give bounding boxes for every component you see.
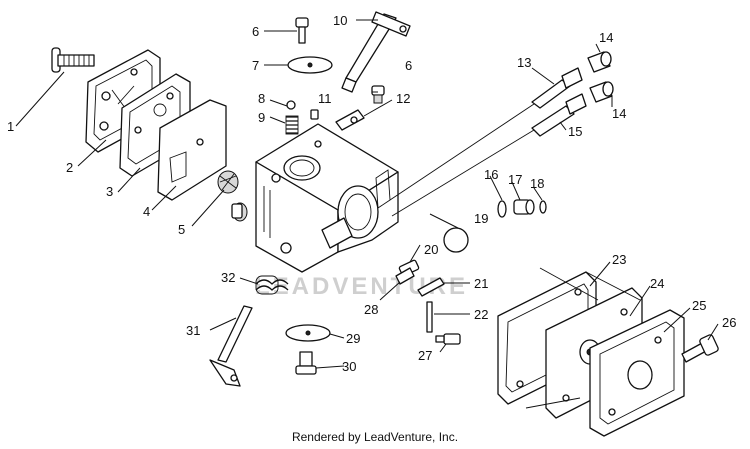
- part-17-plug: [513, 199, 535, 215]
- part-4-pump-diaphragm: [157, 99, 227, 201]
- part-28-inlet-needle: [395, 267, 415, 285]
- part-7-disc: [287, 56, 333, 74]
- part-30-screw: [295, 351, 317, 375]
- part-18-clip: [539, 200, 547, 214]
- part-9-spring: [285, 115, 299, 135]
- callout-30: 30: [342, 359, 356, 374]
- callout-14-lower: 14: [612, 106, 626, 121]
- callout-1: 1: [7, 119, 14, 134]
- part-6-screw-top: [295, 17, 309, 44]
- callout-26: 26: [722, 315, 736, 330]
- part-8-ball: [286, 100, 296, 110]
- part-22-lever-pin: [426, 301, 433, 333]
- callout-7: 7: [252, 58, 259, 73]
- callout-5: 5: [178, 222, 185, 237]
- callout-14-upper: 14: [599, 30, 613, 45]
- callout-21: 21: [474, 276, 488, 291]
- part-15-needle-lower: [391, 93, 587, 217]
- callout-17: 17: [508, 172, 522, 187]
- part-14-cap-upper: [587, 51, 612, 73]
- fitting-left: [231, 202, 248, 222]
- part-26-screw: [681, 334, 719, 363]
- callout-2: 2: [66, 160, 73, 175]
- callout-10: 10: [333, 13, 347, 28]
- callout-23: 23: [612, 252, 626, 267]
- callout-6: 6: [252, 24, 259, 39]
- callout-3: 3: [106, 184, 113, 199]
- callout-8: 8: [258, 91, 265, 106]
- part-29-disc: [285, 324, 331, 342]
- part-14-cap-lower: [589, 81, 614, 103]
- callout-4: 4: [143, 204, 150, 219]
- callout-6-right: 6: [405, 58, 412, 73]
- part-1-cover-screw: [51, 47, 95, 73]
- callout-25: 25: [692, 298, 706, 313]
- render-credit: Rendered by LeadVenture, Inc.: [291, 430, 459, 444]
- callout-32: 32: [221, 270, 235, 285]
- callout-29: 29: [346, 331, 360, 346]
- part-11-pin: [310, 109, 319, 120]
- part-6-screw-right: [371, 85, 385, 104]
- part-10-throttle-shaft: [341, 11, 411, 93]
- part-32-return-spring: [255, 275, 289, 295]
- part-25-metering-cover: [589, 309, 685, 437]
- callout-15: 15: [568, 124, 582, 139]
- callout-16: 16: [484, 167, 498, 182]
- callout-24: 24: [650, 276, 664, 291]
- callout-13: 13: [517, 55, 531, 70]
- callout-20: 20: [424, 242, 438, 257]
- part-27-screw: [435, 333, 461, 345]
- callout-22: 22: [474, 307, 488, 322]
- part-21-metering-lever: [417, 277, 445, 297]
- part-16-o-ring: [497, 200, 507, 218]
- alignment-lines-right: [525, 267, 641, 409]
- part-13-needle-upper: [389, 67, 583, 201]
- callout-31: 31: [186, 323, 200, 338]
- part-31-choke-shaft: [209, 305, 253, 387]
- callout-9: 9: [258, 110, 265, 125]
- leader-lines: [15, 19, 719, 369]
- part-19-welch-plug: [443, 227, 469, 253]
- callout-27: 27: [418, 348, 432, 363]
- callout-28: 28: [364, 302, 378, 317]
- callout-12: 12: [396, 91, 410, 106]
- part-12-lever: [335, 109, 365, 131]
- callout-labels: 1 2 3 4 5 6 7 8 9 10 11 6 12 13 14 14 15…: [7, 13, 736, 374]
- callout-11: 11: [318, 91, 332, 106]
- callout-19: 19: [474, 211, 488, 226]
- carburetor-body: [255, 123, 399, 273]
- callout-18: 18: [530, 176, 544, 191]
- part-5-fuel-screen: [217, 170, 239, 194]
